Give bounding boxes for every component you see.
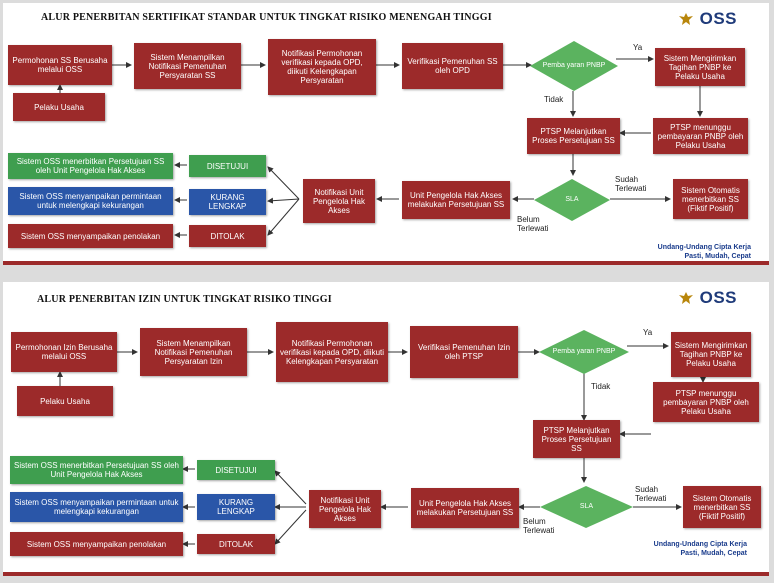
box-notifikasi-permohonan: Notifikasi Permohonan verifikasi kepada … — [276, 322, 388, 382]
bottom-accent-bar — [3, 572, 769, 576]
box-pelaku-usaha: Pelaku Usaha — [17, 386, 113, 416]
box-oss-permintaan: Sistem OSS menyampaikan permintaan untuk… — [8, 187, 173, 215]
footer-tagline: Undang-Undang Cipta Kerja Pasti, Mudah, … — [601, 540, 747, 558]
box-sistem-mengirimkan: Sistem Mengirimkan Tagihan PNBP ke Pelak… — [671, 332, 751, 377]
label-ya: Ya — [643, 328, 653, 337]
box-kurang-lengkap: KURANG LENGKAP — [197, 494, 275, 520]
footer-line-2: Pasti, Mudah, Cepat — [680, 550, 747, 557]
decision-sla: SLA — [540, 486, 633, 528]
oss-logo-text: OSS — [699, 288, 737, 307]
box-oss-permintaan: Sistem OSS menyampaikan permintaan untuk… — [10, 492, 183, 522]
box-sistem-otomatis: Sistem Otomatis menerbitkan SS (Fiktif P… — [683, 486, 761, 528]
flowchart-panel-izin: ALUR PENERBITAN IZIN UNTUK TINGKAT RISIK… — [3, 282, 769, 576]
oss-logo-text: OSS — [699, 9, 737, 28]
label-belum-terlewati: Belum Terlewati — [523, 517, 555, 535]
box-kurang-lengkap: KURANG LENGKAP — [189, 189, 266, 215]
box-verifikasi: Verifikasi Pemenuhan Izin oleh PTSP — [410, 326, 518, 378]
footer-line-2: Pasti, Mudah, Cepat — [684, 253, 751, 260]
decision-pembayaran-pnbp: Pemba yaran PNBP — [530, 41, 618, 91]
connector-arrows — [57, 56, 703, 238]
box-oss-penolakan: Sistem OSS menyampaikan penolakan — [10, 532, 183, 556]
connector-arrows — [57, 343, 706, 547]
box-ptsp-melanjutkan: PTSP Melanjutkan Proses Persetujuan SS — [527, 118, 620, 154]
box-verifikasi: Verifikasi Pemenuhan SS oleh OPD — [402, 43, 503, 89]
label-belum-terlewati: Belum Terlewati — [517, 215, 549, 233]
label-tidak: Tidak — [591, 382, 611, 391]
oss-logo: OSS — [678, 288, 737, 307]
box-disetujui: DISETUJUI — [189, 155, 266, 177]
box-sistem-menampilkan: Sistem Menampilkan Notifikasi Pemenuhan … — [134, 43, 241, 89]
diagram-title: ALUR PENERBITAN SERTIFIKAT STANDAR UNTUK… — [41, 12, 492, 23]
box-oss-menerbitkan: Sistem OSS menerbitkan Persetujuan SS ol… — [8, 153, 173, 179]
box-sistem-otomatis: Sistem Otomatis menerbitkan SS (Fiktif P… — [673, 179, 748, 219]
decision-pembayaran-pnbp: Pemba yaran PNBP — [539, 330, 629, 374]
garuda-emblem-icon — [678, 13, 693, 25]
box-sistem-mengirimkan: Sistem Mengirimkan Tagihan PNBP ke Pelak… — [655, 48, 745, 86]
box-ptsp-melanjutkan: PTSP Melanjutkan Proses Persetujuan SS — [533, 420, 620, 458]
box-permohonan: Permohonan Izin Berusaha melalui OSS — [11, 332, 117, 372]
label-sudah-terlewati: Sudah Terlewati — [615, 175, 647, 193]
box-sistem-menampilkan: Sistem Menampilkan Notifikasi Pemenuhan … — [140, 328, 247, 376]
footer-line-1: Undang-Undang Cipta Kerja — [657, 244, 751, 251]
box-oss-menerbitkan: Sistem OSS menerbitkan Persetujuan SS ol… — [10, 456, 183, 484]
footer-tagline: Undang-Undang Cipta Kerja Pasti, Mudah, … — [603, 243, 751, 261]
garuda-emblem-icon — [678, 292, 693, 304]
box-unit-pengelola: Unit Pengelola Hak Akses melakukan Perse… — [411, 488, 519, 528]
box-notifikasi-unit: Notifikasi Unit Pengelola Hak Akses — [303, 179, 375, 223]
label-tidak: Tidak — [544, 95, 564, 104]
box-ptsp-menunggu: PTSP menunggu pembayaran PNBP oleh Pelak… — [653, 118, 748, 154]
box-permohonan: Permohonan SS Berusaha melalui OSS — [8, 45, 112, 85]
decision-sla: SLA — [534, 179, 610, 221]
oss-logo: OSS — [678, 9, 737, 28]
diagram-title: ALUR PENERBITAN IZIN UNTUK TINGKAT RISIK… — [37, 294, 332, 305]
bottom-accent-bar — [3, 261, 769, 265]
box-unit-pengelola: Unit Pengelola Hak Akses melakukan Perse… — [402, 181, 510, 219]
flowchart-panel-ss: ALUR PENERBITAN SERTIFIKAT STANDAR UNTUK… — [3, 3, 769, 265]
box-notifikasi-permohonan: Notifikasi Permohonan verifikasi kepada … — [268, 39, 376, 95]
label-sudah-terlewati: Sudah Terlewati — [635, 485, 667, 503]
footer-line-1: Undang-Undang Cipta Kerja — [653, 541, 747, 548]
box-pelaku-usaha: Pelaku Usaha — [13, 93, 105, 121]
box-ditolak: DITOLAK — [197, 534, 275, 554]
box-ptsp-menunggu: PTSP menunggu pembayaran PNBP oleh Pelak… — [653, 382, 759, 422]
label-ya: Ya — [633, 43, 643, 52]
box-disetujui: DISETUJUI — [197, 460, 275, 480]
box-notifikasi-unit: Notifikasi Unit Pengelola Hak Akses — [309, 490, 381, 528]
box-oss-penolakan: Sistem OSS menyampaikan penolakan — [8, 224, 173, 248]
box-ditolak: DITOLAK — [189, 225, 266, 247]
